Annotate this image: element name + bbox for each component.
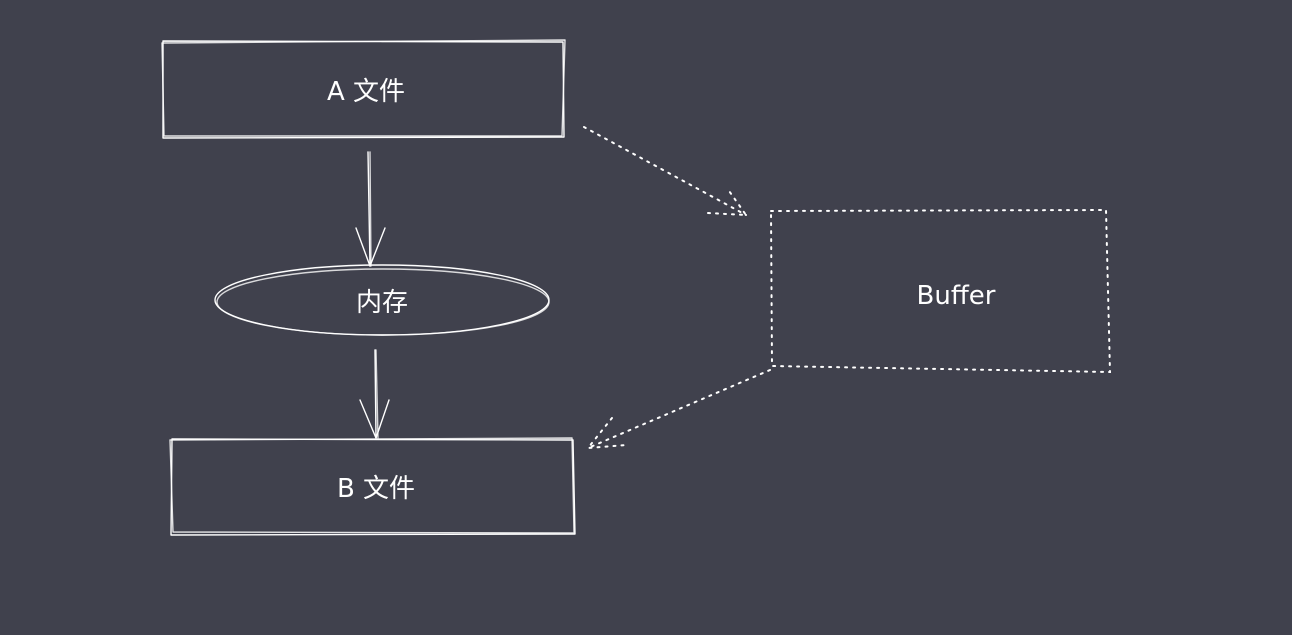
arrow-a-to-memory (355, 151, 386, 267)
file-b-node: B 文件 (169, 437, 576, 536)
file-a-node: A 文件 (161, 39, 566, 139)
buffer-label: Buffer (917, 281, 996, 311)
dotted-arrow-a-to-buffer (583, 126, 749, 217)
memory-node: 内存 (214, 264, 550, 336)
arrow-memory-to-b (359, 349, 390, 439)
file-a-label: A 文件 (327, 77, 405, 107)
buffer-node: Buffer (769, 208, 1112, 374)
dotted-arrow-buffer-to-b (585, 369, 771, 450)
memory-label: 内存 (356, 288, 408, 318)
file-b-label: B 文件 (337, 474, 415, 504)
